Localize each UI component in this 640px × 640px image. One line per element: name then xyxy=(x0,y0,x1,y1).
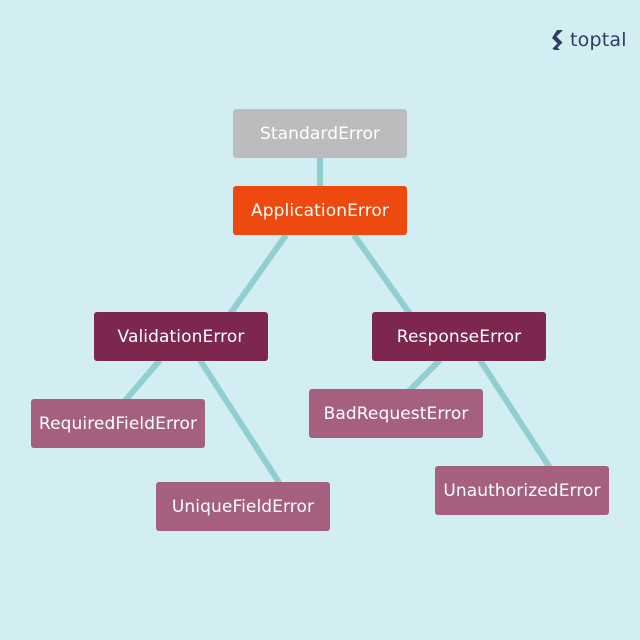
node-label: ApplicationError xyxy=(250,200,390,221)
node-label: ValidationError xyxy=(117,326,245,347)
node-label: UniqueFieldError xyxy=(171,496,315,517)
edge-response-unauthorized xyxy=(477,358,553,470)
node-label: BadRequestError xyxy=(323,403,469,424)
toptal-logo-icon xyxy=(552,30,563,50)
edge-validation-uniquefield xyxy=(197,358,283,486)
node-unique-field-error: UniqueFieldError xyxy=(156,482,330,531)
edge-response-badrequest xyxy=(405,357,443,395)
edge-application-response xyxy=(351,233,413,316)
node-standard-error: StandardError xyxy=(233,109,407,158)
node-application-error: ApplicationError xyxy=(233,186,407,235)
node-label: RequiredFieldError xyxy=(38,413,198,434)
node-response-error: ResponseError xyxy=(372,312,546,361)
node-required-field-error: RequiredFieldError xyxy=(31,399,205,448)
edge-application-validation xyxy=(227,233,289,316)
toptal-logo: toptal xyxy=(552,28,627,52)
node-bad-request-error: BadRequestError xyxy=(309,389,483,438)
node-label: ResponseError xyxy=(396,326,522,347)
node-unauthorized-error: UnauthorizedError xyxy=(435,466,609,515)
brand-name: toptal xyxy=(570,29,627,51)
edge-validation-requiredfield xyxy=(121,358,163,404)
node-validation-error: ValidationError xyxy=(94,312,268,361)
node-label: StandardError xyxy=(259,123,381,144)
node-label: UnauthorizedError xyxy=(443,480,601,501)
